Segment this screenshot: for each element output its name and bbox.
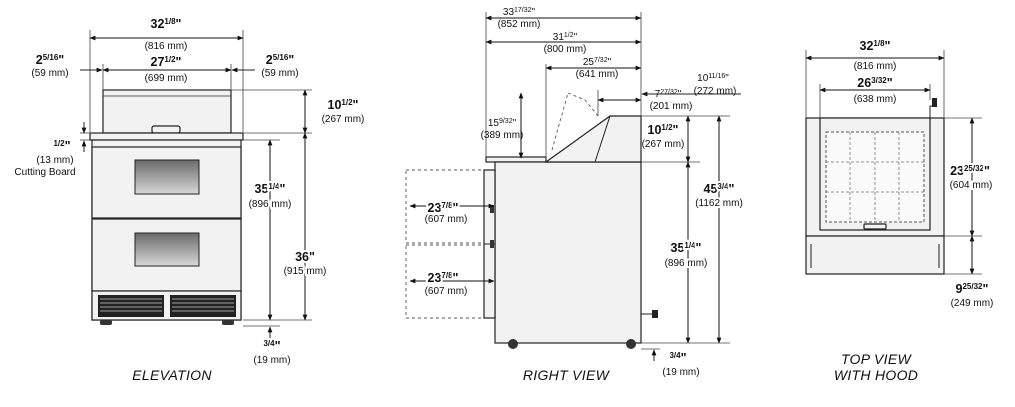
tv-inner-width-mm: (638 mm)	[854, 94, 897, 105]
rear-caster	[626, 339, 636, 349]
tv-depth-upper-label: 2325/32"	[950, 164, 990, 178]
elev-width-label: 321/8"	[151, 17, 182, 31]
elev-left-offset-label: 25/16"	[36, 53, 65, 67]
rv-lid-open-mm: (389 mm)	[481, 130, 524, 141]
rv-overall-height-label: 453/4"	[704, 182, 735, 196]
top-hood-handle	[863, 223, 887, 230]
rv-hood-height-mm: (267 mm)	[642, 139, 685, 150]
rv-depth25-label: 257/32"	[583, 57, 612, 68]
rv-depth7-label: 727/32"	[655, 89, 682, 100]
louver-grille	[98, 295, 236, 317]
rv-drawer-upper-mm: (607 mm)	[425, 214, 468, 225]
tv-width-label: 321/8"	[860, 39, 891, 53]
cutting-board-mm: (13 mm)	[36, 155, 73, 166]
rv-caster-mm: (19 mm)	[662, 367, 699, 378]
tv-width-mm: (816 mm)	[854, 61, 897, 72]
cutting-board-label: Cutting Board	[14, 167, 75, 178]
elevation-view: 321/8" (816 mm) 271/2" (699 mm) 25/16" (…	[14, 17, 364, 383]
cutting-board-dim-label: 1/2"	[53, 139, 70, 153]
side-hood	[544, 115, 642, 163]
elev-left-offset-mm: (59 mm)	[31, 68, 68, 79]
right-view-caption: RIGHT VIEW	[523, 367, 611, 383]
rv-total-depth-mm: (852 mm)	[498, 19, 541, 30]
rv-total-depth-label: 3317/32"	[503, 7, 536, 18]
tv-depth-lower-label: 925/32"	[956, 282, 989, 296]
top-plug-icon	[932, 98, 937, 107]
rv-depth10-mm: (272 mm)	[694, 86, 737, 97]
elev-work-height-label: 36"	[295, 250, 315, 264]
top-cabinet	[805, 235, 945, 275]
elev-inner-width-label: 271/2"	[151, 55, 182, 69]
top-view-caption-line1: TOP VIEW	[841, 351, 913, 367]
elev-right-offset-label: 25/16"	[266, 53, 295, 67]
elev-cabinet-height-mm: (896 mm)	[249, 199, 292, 210]
rv-depth25-mm: (641 mm)	[576, 69, 619, 80]
plug-icon	[652, 310, 658, 318]
side-cutting-board	[485, 156, 547, 163]
side-cabinet	[494, 161, 642, 344]
front-caster	[508, 339, 518, 349]
top-view: 321/8" (816 mm) 263/32" (638 mm) 2325/32…	[805, 39, 994, 383]
rv-depth31-label: 311/2"	[553, 32, 578, 43]
rv-cabinet-height-label: 351/4"	[671, 241, 702, 255]
rv-drawer-upper-label: 237/8"	[428, 201, 459, 215]
tv-depth-upper-mm: (604 mm)	[950, 180, 993, 191]
rv-depth10-label: 1011/16"	[697, 73, 729, 84]
top-view-caption-line2: WITH HOOD	[834, 367, 918, 383]
hood-handle	[151, 125, 181, 134]
rv-caster-label: 3/4"	[669, 351, 686, 365]
lower-drawer-window	[134, 232, 200, 267]
elev-hood-height-mm: (267 mm)	[322, 114, 365, 125]
rv-depth7-mm: (201 mm)	[650, 101, 693, 112]
rv-depth31-mm: (800 mm)	[544, 44, 587, 55]
elev-width-mm: (816 mm)	[145, 41, 188, 52]
elev-right-offset-mm: (59 mm)	[261, 68, 298, 79]
rv-overall-height-mm: (1162 mm)	[695, 198, 743, 209]
elev-caster-label: 3/4"	[263, 339, 280, 353]
elev-caster-mm: (19 mm)	[253, 355, 290, 366]
rv-cabinet-height-mm: (896 mm)	[665, 258, 708, 269]
right-view: 3317/32" (852 mm) 311/2" (800 mm) 257/32…	[405, 7, 745, 383]
tv-depth-lower-mm: (249 mm)	[951, 298, 994, 309]
rv-drawer-lower-mm: (607 mm)	[425, 286, 468, 297]
rv-hood-height-label: 101/2"	[648, 123, 679, 137]
lower-drawer-open-outline	[405, 244, 495, 319]
rv-drawer-lower-label: 237/8"	[428, 271, 459, 285]
elev-cabinet-height-label: 351/4"	[255, 182, 286, 196]
cutting-board	[89, 132, 244, 141]
lid-open-outline	[567, 92, 599, 117]
tv-inner-width-label: 263/32"	[857, 76, 892, 90]
elev-hood-height-label: 101/2"	[328, 98, 359, 112]
elev-work-height-mm: (915 mm)	[284, 266, 327, 277]
elevation-caption: ELEVATION	[132, 367, 212, 383]
rv-lid-open-label: 159/32"	[488, 118, 517, 129]
elev-inner-width-mm: (699 mm)	[145, 73, 188, 84]
upper-drawer-window	[134, 159, 200, 195]
upper-drawer-open-outline	[405, 169, 495, 244]
